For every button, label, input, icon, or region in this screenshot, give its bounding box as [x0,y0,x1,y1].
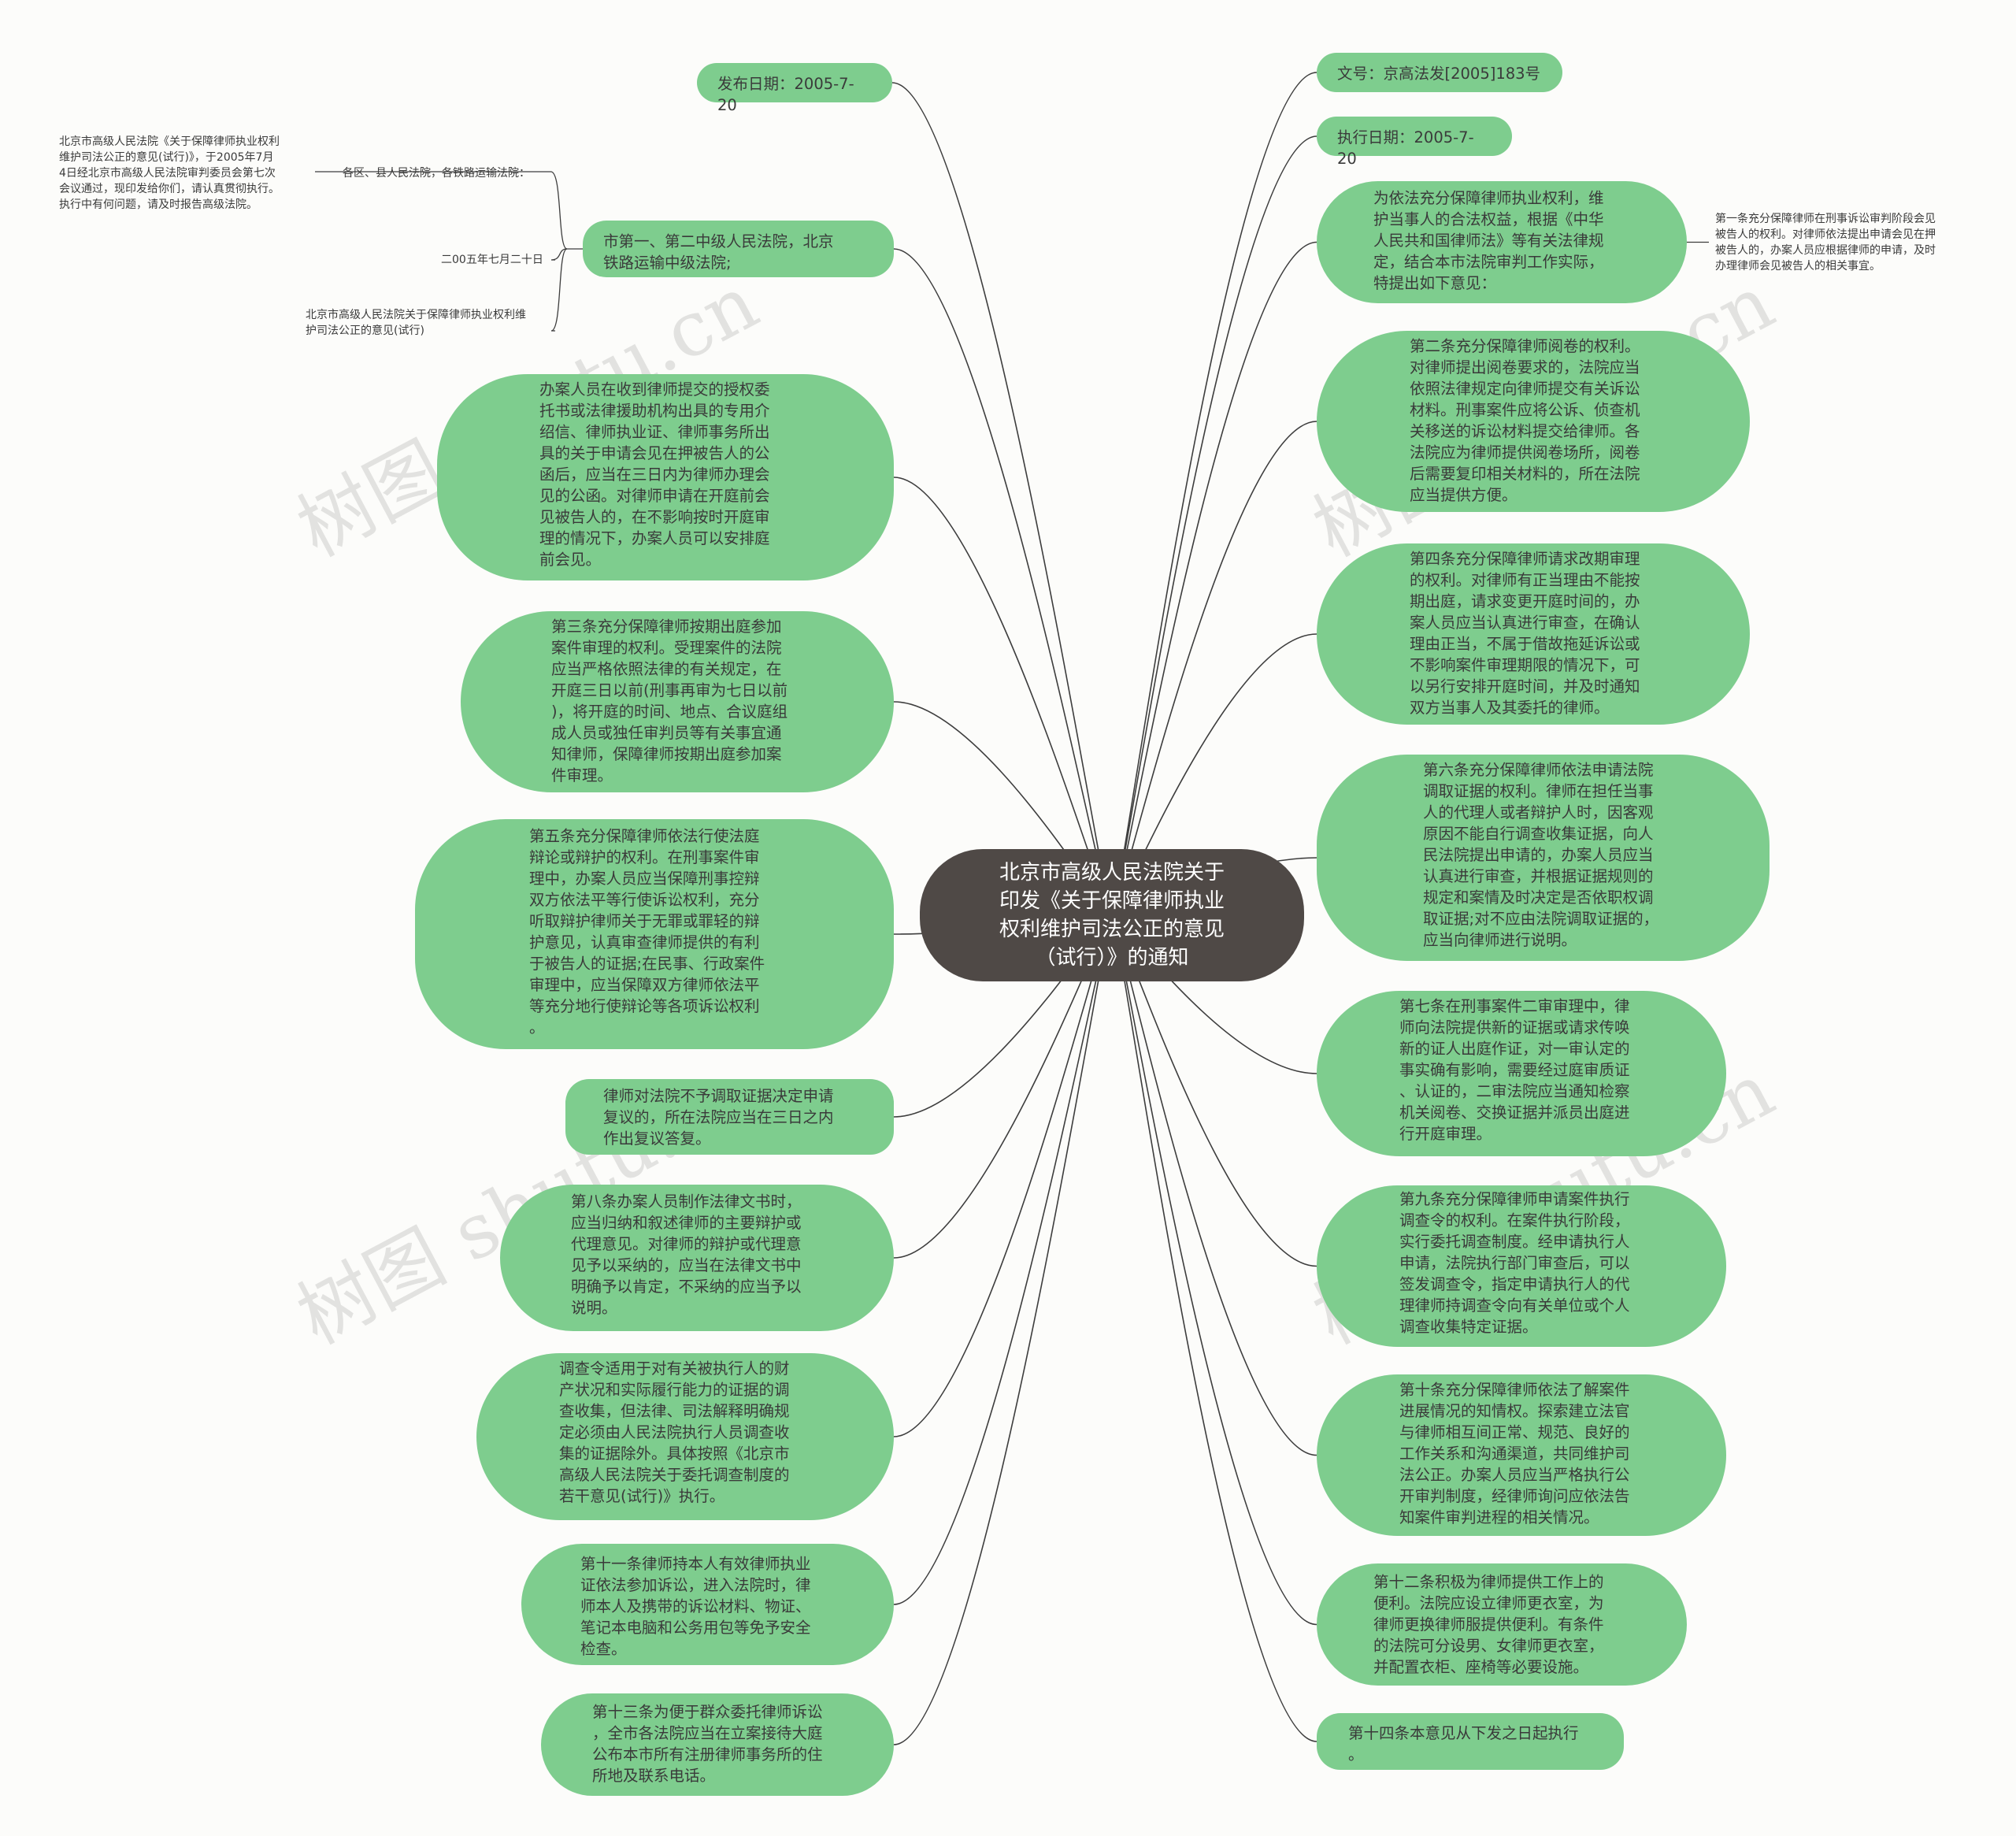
topic-article-10[interactable]: 第十条充分保障律师依法了解案件 进展情况的知情权。探索建立法官 与律师相互间正常… [1317,1374,1726,1536]
note-issuer: 北京市高级人民法院关于保障律师执业权利维 护司法公正的意见(试行) [306,309,526,337]
connector-line [550,248,568,261]
root-topic[interactable]: 北京市高级人民法院关于 印发《关于保障律师执业 权利维护司法公正的意见 （试行）… [920,849,1304,981]
note-notice-body: 北京市高级人民法院《关于保障律师执业权利 维护司法公正的意见(试行)》，于200… [59,135,280,211]
topic-recipients[interactable]: 市第一、第二中级人民法院，北京 铁路运输中级法院; [583,221,894,277]
topic-document-number[interactable]: 文号：京高法发[2005]183号 [1317,53,1562,92]
connector-line [339,171,568,250]
connector-line [1111,914,1317,1742]
topic-article-11[interactable]: 第十一条律师持本人有效律师执业 证依法参加诉讼，进入法院时，律 师本人及携带的诉… [521,1544,894,1665]
topic-article-9[interactable]: 第九条充分保障律师申请案件执行 调查令的权利。在案件执行阶段， 实行委托调查制度… [1317,1185,1726,1347]
topic-article-2[interactable]: 第二条充分保障律师阅卷的权利。 对律师提出阅卷要求的，法院应当 依照法律规定向律… [1317,331,1750,512]
topic-article-5[interactable]: 第五条充分保障律师依法行使法庭 辩论或辩护的权利。在刑事案件审 理中，办案人员应… [415,819,894,1049]
connector-line [550,248,568,332]
topic-preamble[interactable]: 为依法充分保障律师执业权利，维 护当事人的合法权益，根据《中华 人民共和国律师法… [1317,181,1687,303]
topic-article-7[interactable]: 第七条在刑事案件二审审理中，律 师向法院提供新的证据或请求传唤 新的证人出庭作证… [1317,991,1726,1156]
topic-article-3[interactable]: 第三条充分保障律师按期出庭参加 案件审理的权利。受理案件的法院 应当严格依照法律… [461,611,894,792]
topic-article-8[interactable]: 第八条办案人员制作法律文书时， 应当归纳和叙述律师的主要辩护或 代理意见。对律师… [500,1185,894,1331]
topic-effective-date[interactable]: 执行日期：2005-7-20 [1317,117,1512,168]
topic-review-reply[interactable]: 律师对法院不予调取证据决定申请 复议的，所在法院应当在三日之内 作出复议答复。 [565,1079,894,1155]
connector-line [1111,241,1317,916]
topic-article-12[interactable]: 第十二条积极为律师提供工作上的 便利。法院应设立律师更衣室，为 律师更换律师服提… [1317,1563,1687,1686]
note-recipients: 各区、县人民法院，各铁路运输法院： [343,167,530,180]
note-article-1: 第一条充分保障律师在刑事诉讼审判阶段会见 被告人的权利。对律师依法提出申请会见在… [1715,213,1936,273]
connector-line [1111,421,1317,916]
connector-line [1111,914,1317,1456]
connector-line [891,82,1113,916]
topic-publish-date[interactable]: 发布日期：2005-7-20 [697,63,892,114]
connector-line [893,914,1113,1437]
connector-line [893,248,1113,916]
connector-line [893,914,1113,1745]
topic-article-13[interactable]: 第十三条为便于群众委托律师诉讼 ，全市各法院应当在立案接待大庭 公布本市所有注册… [541,1693,894,1796]
topic-investigation-order[interactable]: 调查令适用于对有关被执行人的财 产状况和实际履行能力的证据的调 查收集，但法律、… [476,1353,894,1520]
topic-article-14[interactable]: 第十四条本意见从下发之日起执行 。 [1317,1713,1624,1770]
connector-line [1111,135,1317,916]
topic-article-6[interactable]: 第六条充分保障律师依法申请法院 调取证据的权利。律师在担任当事 人的代理人或者辩… [1317,755,1770,961]
note-date: 二00五年七月二十日 [441,254,543,266]
connector-line [1111,72,1317,916]
topic-article-4[interactable]: 第四条充分保障律师请求改期审理 的权利。对律师有正当理由不能按 期出庭，请求变更… [1317,543,1750,725]
topic-meeting-letter[interactable]: 办案人员在收到律师提交的授权委 托书或法律援助机构出具的专用介 绍信、律师执业证… [437,374,894,580]
